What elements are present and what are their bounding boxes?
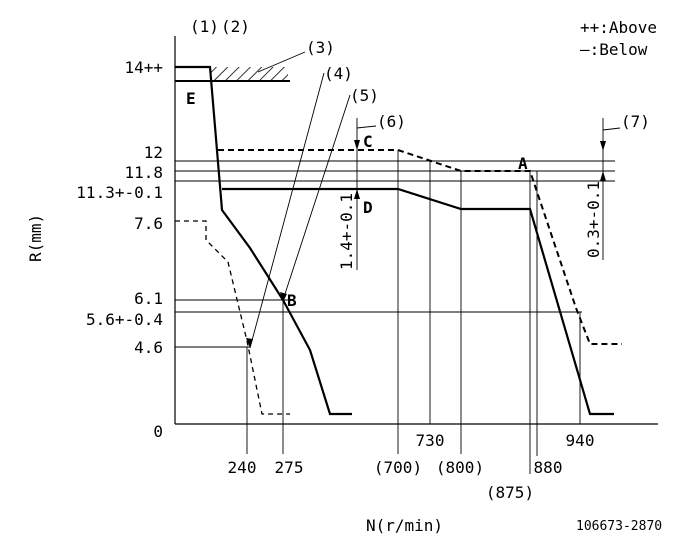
y-tick-11-3: 11.3+-0.1 xyxy=(76,183,163,202)
upper-dashed-curve xyxy=(218,149,622,345)
legend-above: ++:Above xyxy=(580,18,657,37)
point-b: B xyxy=(287,291,297,310)
y-tick-7-6: 7.6 xyxy=(134,214,163,233)
main-solid-curve xyxy=(175,65,352,416)
stop-hatch xyxy=(210,67,288,81)
x-axis-label: N(r/min) xyxy=(366,516,443,535)
x-tick-880: 880 xyxy=(534,458,563,477)
leader-3 xyxy=(257,51,306,73)
x-tick-875: (875) xyxy=(486,483,534,502)
callout-2: (2) xyxy=(221,17,250,36)
arrow-4 xyxy=(246,338,253,348)
x-tick-275: 275 xyxy=(275,458,304,477)
callout-4: (4) xyxy=(324,64,353,83)
callout-7: (7) xyxy=(621,112,650,131)
lower-dashed-curve xyxy=(175,220,290,415)
arrow-7-down xyxy=(600,141,606,151)
point-e: E xyxy=(186,89,196,108)
legend-below: —:Below xyxy=(580,40,648,59)
y-tick-12: 12 xyxy=(144,143,163,162)
y-axis-label: R(mm) xyxy=(26,214,45,262)
point-c: C xyxy=(363,132,373,151)
part-code: 106673-2870 xyxy=(576,519,662,534)
y-tick-14: 14++ xyxy=(124,58,163,77)
arrow-7-up xyxy=(600,171,606,181)
y-tick-6-1: 6.1 xyxy=(134,289,163,308)
leader-4 xyxy=(249,72,325,349)
y-tick-11-8: 11.8 xyxy=(124,163,163,182)
y-tick-5-6: 5.6+-0.4 xyxy=(86,310,163,329)
y-tick-0: 0 xyxy=(153,422,163,441)
y-tick-4-6: 4.6 xyxy=(134,338,163,357)
callout-3: (3) xyxy=(306,38,335,57)
arrow-6-down xyxy=(354,140,360,150)
leader-5 xyxy=(282,94,351,301)
x-tick-940: 940 xyxy=(566,431,595,450)
leader-7 xyxy=(602,127,621,131)
callout-1: (1) xyxy=(190,17,219,36)
leader-6 xyxy=(356,125,377,129)
x-tick-730: 730 xyxy=(416,431,445,450)
dim-7-label: 0.3+-0.1 xyxy=(584,181,603,258)
x-tick-800: (800) xyxy=(436,458,484,477)
x-tick-240: 240 xyxy=(228,458,257,477)
callout-5: (5) xyxy=(350,86,379,105)
point-d: D xyxy=(363,198,373,217)
rated-solid-curve xyxy=(222,187,614,416)
point-a: A xyxy=(518,154,528,173)
x-tick-700: (700) xyxy=(374,458,422,477)
arrow-6-up xyxy=(354,189,360,199)
callout-6: (6) xyxy=(377,112,406,131)
dim-6-label: 1.4+-0.1 xyxy=(337,193,356,270)
arrow-5 xyxy=(280,292,287,302)
